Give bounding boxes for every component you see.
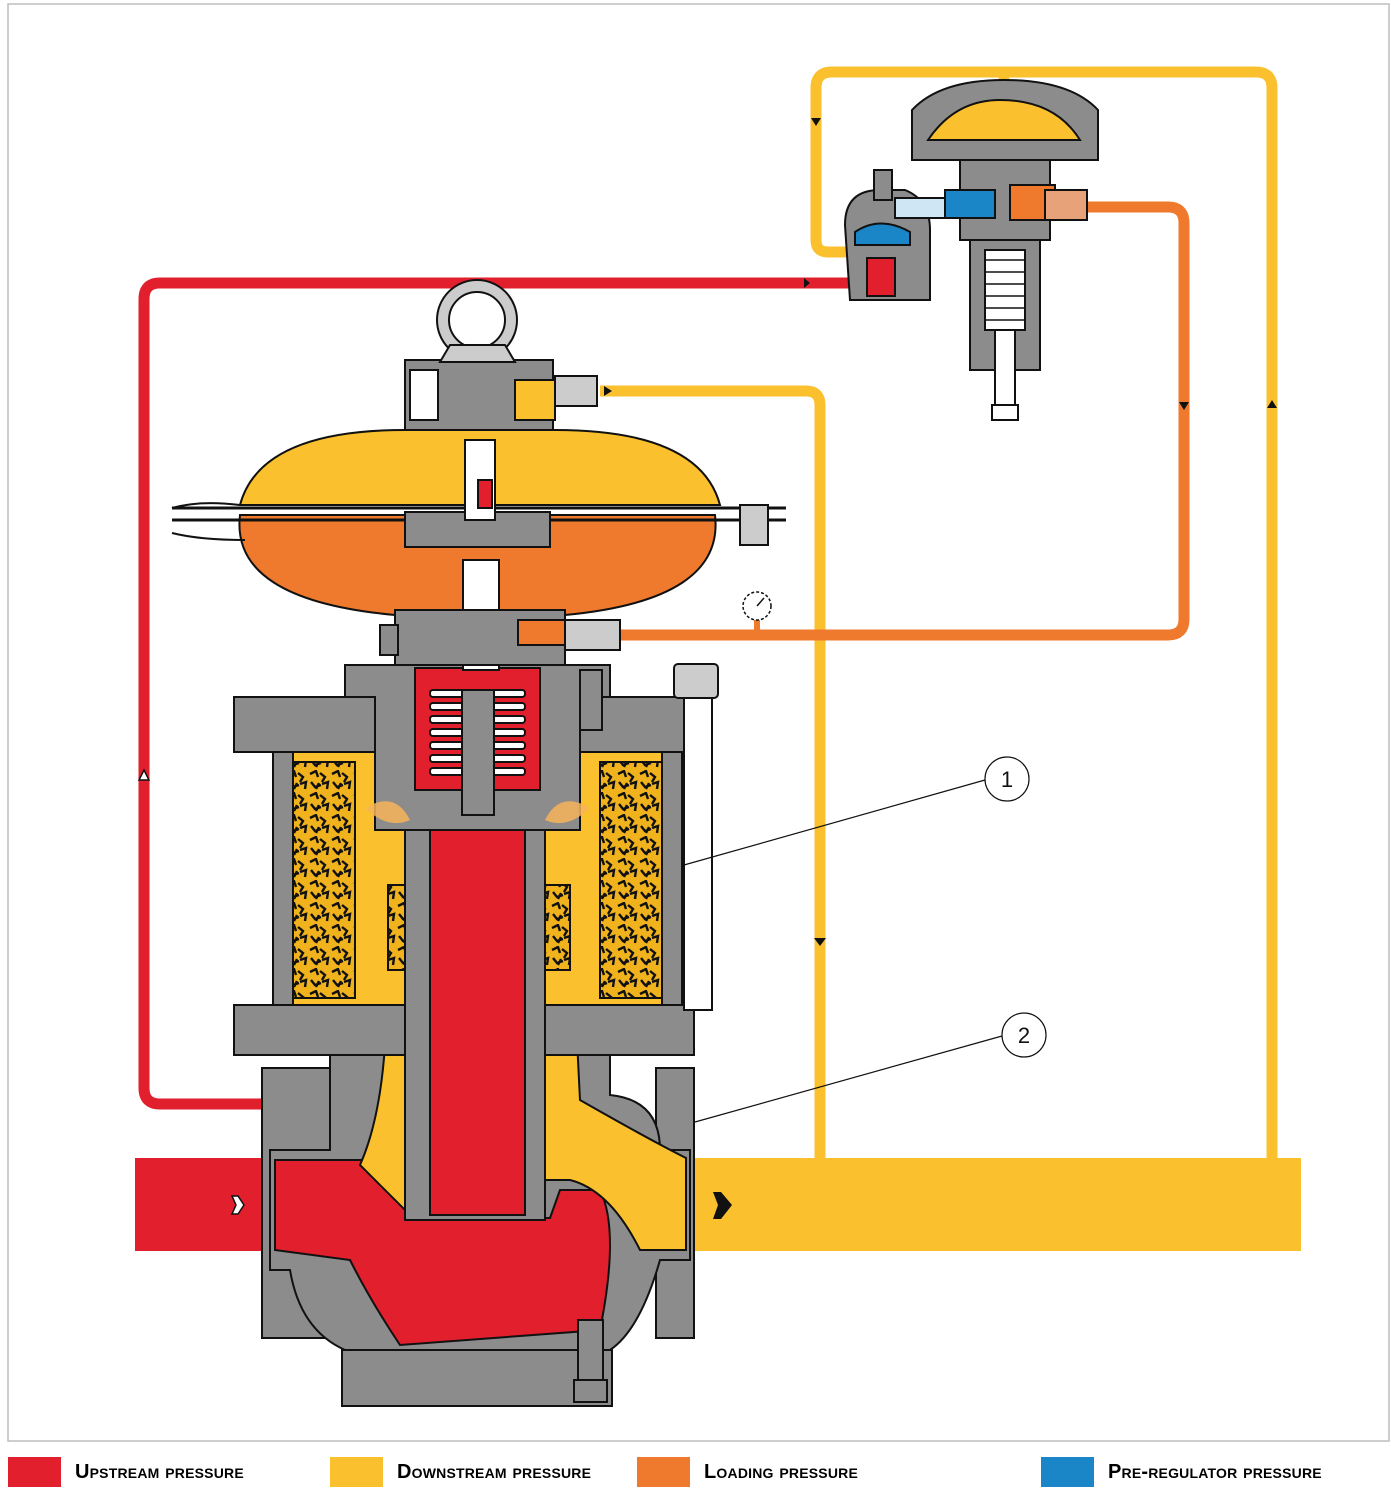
callout-2: 2	[694, 1012, 1047, 1123]
callout-1-label: 1	[1001, 767, 1013, 792]
outlet-flow-arrow	[713, 1192, 732, 1219]
diagram-frame	[7, 3, 1390, 1442]
legend-upstream: Upstream pressure	[8, 1457, 244, 1487]
legend-downstream: Downstream pressure	[330, 1457, 591, 1487]
filter-cartridge-left	[292, 761, 356, 999]
downstream-pipe	[690, 1158, 1301, 1251]
legend-loading-swatch	[637, 1457, 690, 1487]
pilot-regulator	[843, 78, 1099, 421]
loading-line	[620, 201, 1190, 641]
callout-1: 1	[683, 756, 1030, 866]
legend-downstream-label: Downstream pressure	[397, 1460, 592, 1483]
callout-2-label: 2	[1018, 1023, 1030, 1048]
filter-housing	[233, 663, 719, 1221]
pressure-gauge-icon	[742, 591, 772, 640]
legend-pre-regulator: Pre-regulator pressure	[1041, 1457, 1322, 1487]
flow-arrows	[137, 118, 1277, 946]
upstream-pipe	[135, 1158, 275, 1251]
legend-upstream-swatch	[8, 1457, 61, 1487]
flow-glow	[365, 801, 590, 824]
actuator	[171, 359, 786, 671]
legend-pre-regulator-label: Pre-regulator pressure	[1108, 1460, 1322, 1483]
legend-loading: Loading pressure	[637, 1457, 858, 1487]
pressure-legend: Upstream pressure Downstream pressure Lo…	[0, 1451, 1391, 1492]
lifting-eye	[436, 279, 518, 363]
inlet-flow-arrow	[230, 1195, 245, 1215]
legend-pre-regulator-swatch	[1041, 1457, 1094, 1487]
legend-upstream-label: Upstream pressure	[75, 1460, 244, 1483]
filter-cartridge-right	[599, 761, 663, 999]
legend-downstream-swatch	[330, 1457, 383, 1487]
valve-plug	[429, 829, 526, 1216]
legend-loading-label: Loading pressure	[704, 1460, 858, 1483]
